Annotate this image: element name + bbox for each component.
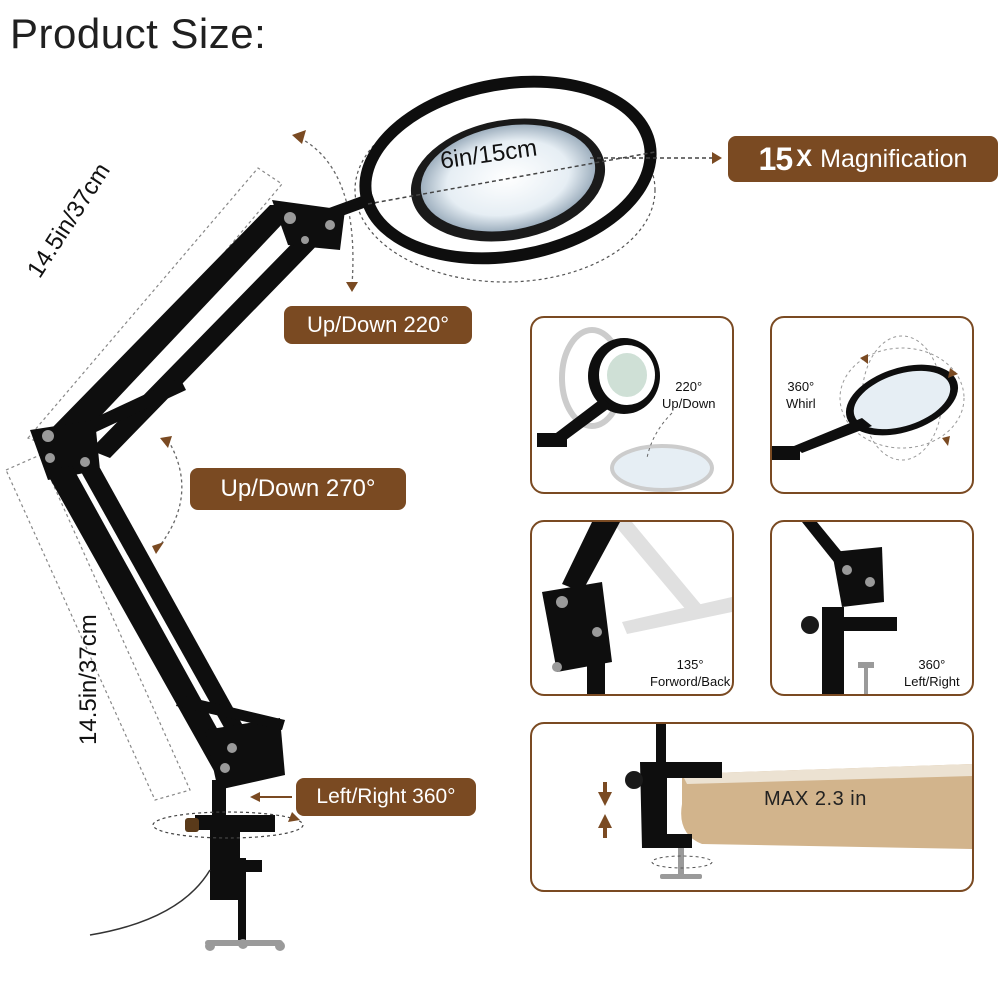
lamp-arm [30, 200, 345, 943]
panel2-motion: Whirl [786, 396, 816, 411]
panel4-angle: 360° [918, 657, 946, 672]
panel3-caption: 135° Forword/Back [650, 656, 730, 690]
lower-arm-length-label: 14.5in/37cm [75, 614, 102, 745]
magnification-badge: 15 X Magnification [728, 136, 998, 182]
panel-whirl: 360° Whirl [770, 316, 974, 494]
panel1-motion: Up/Down [662, 396, 716, 411]
panel-left-right: 360° Left/Right [770, 520, 974, 696]
panel2-angle: 360° [787, 379, 815, 394]
panel1-angle: 220° [675, 379, 703, 394]
mid-rotation-arc [157, 439, 183, 549]
panel-up-down: 220° Up/Down [530, 316, 734, 494]
panel-forward-back: 135° Forword/Back [530, 520, 734, 696]
clamp-illustration [598, 724, 972, 879]
lower-arm-dimension-box [5, 454, 191, 801]
whirl-illustration [772, 335, 965, 461]
panel4-caption: 360° Left/Right [904, 656, 960, 690]
magnification-number: 15 [758, 140, 794, 177]
panel3-angle: 135° [676, 657, 704, 672]
up-down-270-badge: Up/Down 270° [190, 468, 406, 510]
magnification-x: X [796, 145, 813, 172]
left-right-illustration [801, 522, 897, 694]
panel1-caption: 220° Up/Down [662, 378, 715, 412]
panel-clamp-max: MAX 2.3 in [530, 722, 974, 892]
panel4-motion: Left/Right [904, 674, 960, 689]
forward-back-illustration [542, 522, 732, 694]
panel3-motion: Forword/Back [650, 674, 731, 689]
base-rotation-ring [152, 811, 304, 839]
clamp-foot [205, 939, 285, 951]
panel2-caption: 360° Whirl [786, 378, 816, 412]
magnification-text: Magnification [820, 144, 968, 173]
power-cable [89, 869, 211, 936]
max-clamp-label: MAX 2.3 in [764, 788, 867, 810]
upper-arm-dimension-box [27, 167, 283, 451]
up-down-illustration [537, 327, 714, 492]
head-rotation-arc [299, 137, 354, 286]
up-down-220-badge: Up/Down 220° [284, 306, 472, 344]
magnifier-head [329, 75, 657, 265]
left-right-360-badge: Left/Right 360° [296, 778, 476, 816]
page-title: Product Size: [10, 10, 267, 57]
